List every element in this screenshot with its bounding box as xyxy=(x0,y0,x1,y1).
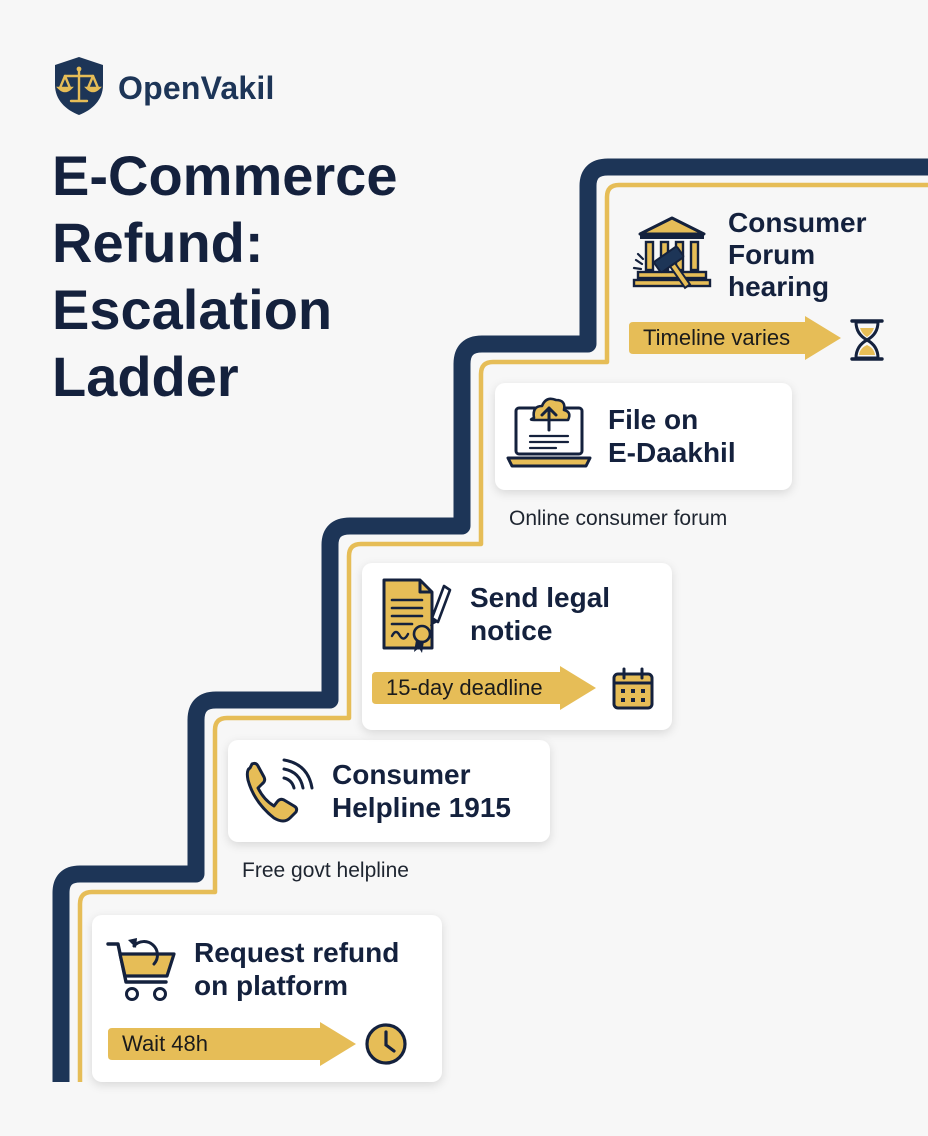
title-line: Refund: xyxy=(52,211,264,274)
pill-label: Wait 48h xyxy=(122,1031,209,1056)
laptop-upload-icon xyxy=(506,394,592,479)
pill-label: 15-day deadline xyxy=(386,675,543,700)
timeline-arrow: Timeline varies xyxy=(629,316,843,360)
wait-arrow: Wait 48h xyxy=(108,1022,358,1066)
brand-name: OpenVakil xyxy=(118,70,275,106)
title-line: E-Commerce xyxy=(52,144,398,207)
pill-label: Timeline varies xyxy=(643,325,791,350)
title-line: Escalation xyxy=(52,278,333,341)
step-title-line: E-Daakhil xyxy=(608,437,736,468)
step-title: Request refund on platform xyxy=(194,936,399,1002)
step-title-line: File on xyxy=(608,404,699,435)
step-title-line: Consumer xyxy=(332,759,471,790)
page-title: E-Commerce Refund: Escalation Ladder xyxy=(52,142,492,410)
hourglass-icon xyxy=(850,318,884,367)
step-card-helpline xyxy=(228,740,550,842)
step-note: Free govt helpline xyxy=(242,859,409,882)
step-title: Consumer Helpline 1915 xyxy=(332,758,511,824)
step-title-line: Send legal xyxy=(470,582,611,613)
clock-icon xyxy=(364,1022,408,1071)
step-title-line: Helpline 1915 xyxy=(332,792,511,823)
phone-ringing-icon xyxy=(240,756,314,835)
step-title-line: Forum xyxy=(728,239,816,270)
scales-shield-icon xyxy=(52,55,106,122)
step-title-line: hearing xyxy=(728,271,830,302)
step-title: File on E-Daakhil xyxy=(608,403,736,469)
courthouse-gavel-icon xyxy=(632,214,718,299)
step-title: Consumer Forum hearing xyxy=(728,207,866,303)
brand: OpenVakil xyxy=(52,55,275,122)
shopping-cart-return-icon xyxy=(104,932,180,1013)
calendar-icon xyxy=(610,666,656,717)
deadline-arrow: 15-day deadline xyxy=(372,666,598,710)
step-note: Online consumer forum xyxy=(509,507,728,530)
step-title-line: Consumer xyxy=(728,207,867,238)
title-line: Ladder xyxy=(52,345,239,408)
step-title-line: on platform xyxy=(194,970,348,1001)
step-title-line: notice xyxy=(470,615,553,646)
step-title: Send legal notice xyxy=(470,581,610,647)
legal-document-icon xyxy=(378,576,460,663)
step-title-line: Request refund xyxy=(194,937,400,968)
